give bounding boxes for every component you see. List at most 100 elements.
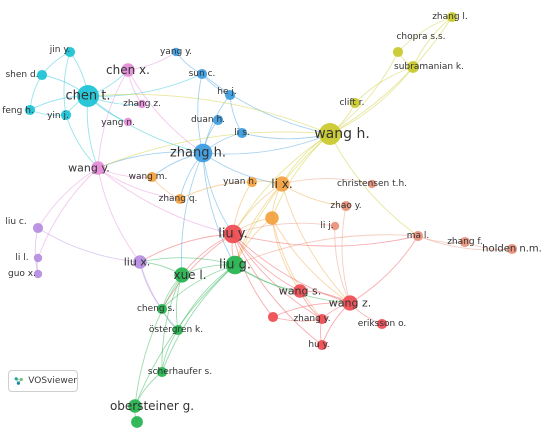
node-chen-x[interactable] <box>121 63 135 77</box>
node-label-he-j[interactable]: he j. <box>217 87 236 97</box>
node-zhang-z[interactable] <box>137 99 147 109</box>
node-label-zhang-y[interactable]: zhang y. <box>293 314 330 324</box>
node-label-hu-y[interactable]: hu y. <box>308 340 329 350</box>
node-label-zhao-y[interactable]: zhao y. <box>330 201 361 211</box>
node-label-guo-x[interactable]: guo x. <box>8 269 36 279</box>
node-scherhaufer[interactable] <box>156 366 168 378</box>
node-label-wang-s[interactable]: wang s. <box>279 285 321 298</box>
node-chopra[interactable] <box>392 46 404 58</box>
node-label-christensen[interactable]: christensen t.h. <box>337 179 407 189</box>
edge-wang_h-liu_y <box>232 133 331 235</box>
node-label-clift-r[interactable]: clift r. <box>339 98 364 108</box>
node-liu-x[interactable] <box>133 255 147 269</box>
node-wang-m[interactable] <box>146 171 158 183</box>
vosviewer-label: VOSviewer <box>28 376 77 386</box>
node-hu-y[interactable] <box>316 339 328 351</box>
node-label-zhang-z[interactable]: zhang z. <box>123 99 161 109</box>
node-eriksson[interactable] <box>376 318 388 330</box>
node-label-xue-l[interactable]: xue l. <box>173 268 206 282</box>
node-zhang-h[interactable] <box>193 143 213 163</box>
node-label-zhang-f[interactable]: zhang f. <box>447 237 483 247</box>
node-yuan-h[interactable] <box>246 176 258 188</box>
node-ma-l[interactable] <box>412 230 424 242</box>
node-li-s[interactable] <box>236 127 248 139</box>
node-label-liu-c[interactable]: liu c. <box>5 217 26 227</box>
node-label-zhang-q[interactable]: zhang q. <box>159 194 198 204</box>
node-clift-r[interactable] <box>349 97 361 109</box>
node-yang-n[interactable] <box>123 117 133 127</box>
node-wang-s[interactable] <box>293 284 307 298</box>
node-label-liu-x[interactable]: liu x. <box>124 256 151 269</box>
node-yang-y[interactable] <box>171 47 181 57</box>
node-zhang-q[interactable] <box>174 193 186 205</box>
node-liu-g[interactable] <box>225 255 245 275</box>
node-label-li-l[interactable]: li l. <box>15 253 28 263</box>
node-label-shen-d[interactable]: shen d. <box>5 70 38 80</box>
node-label-wang-z[interactable]: wang z. <box>329 297 371 310</box>
node-label-duan-h[interactable]: duan h. <box>191 115 225 125</box>
node-label-li-j[interactable]: li j. <box>320 221 333 231</box>
node-label-cheng-s[interactable]: cheng s. <box>137 304 175 314</box>
node-chen-t[interactable] <box>77 85 99 107</box>
node-li-j[interactable] <box>330 221 340 231</box>
node-liu-c[interactable] <box>32 222 44 234</box>
node-label-chen-x[interactable]: chen x. <box>106 63 150 77</box>
node-label-jin-y[interactable]: jin y. <box>49 45 70 55</box>
node-zhang-f[interactable] <box>459 236 471 248</box>
node-he-j[interactable] <box>224 89 236 101</box>
node-label-eriksson[interactable]: eriksson o. <box>358 319 407 329</box>
node-zhang-y[interactable] <box>316 313 328 325</box>
node-label-wang-m[interactable]: wang m. <box>129 172 168 182</box>
node-label-yang-y[interactable]: yang y. <box>160 47 192 57</box>
node-orange-hub[interactable] <box>265 211 279 225</box>
node-red-small[interactable] <box>267 311 279 323</box>
node-li-l[interactable] <box>33 253 43 263</box>
node-label-yin-j[interactable]: yin j. <box>47 111 69 121</box>
node-label-ma-l[interactable]: ma l. <box>407 231 430 241</box>
node-subra[interactable] <box>407 61 419 73</box>
node-green-bottom[interactable] <box>131 416 143 428</box>
node-sun-c[interactable] <box>196 68 208 80</box>
node-label-chopra[interactable]: chopra s.s. <box>396 32 445 42</box>
node-zhao-y[interactable] <box>340 200 352 212</box>
edge-chen_t-sun_c <box>87 73 203 97</box>
node-zhang-l[interactable] <box>446 11 458 23</box>
node-label-obersteiner[interactable]: obersteiner g. <box>110 399 194 413</box>
node-label-liu-g[interactable]: liu g. <box>219 258 251 273</box>
node-ostergren[interactable] <box>172 324 184 336</box>
node-label-li-s[interactable]: li s. <box>234 128 249 138</box>
node-guo-x[interactable] <box>33 269 43 279</box>
node-shen-d[interactable] <box>36 69 48 81</box>
node-label-wang-y[interactable]: wang y. <box>68 162 110 175</box>
node-label-holden[interactable]: holden n.m. <box>482 244 542 255</box>
node-label-subra[interactable]: subramanian k. <box>394 62 464 72</box>
node-liu-y[interactable] <box>223 224 243 244</box>
node-label-yang-n[interactable]: yang n. <box>101 118 135 128</box>
node-label-feng-h[interactable]: feng h. <box>2 106 34 116</box>
node-li-x[interactable] <box>274 176 290 192</box>
node-wang-y[interactable] <box>91 161 105 175</box>
node-holden[interactable] <box>506 243 518 255</box>
node-label-scherhaufer[interactable]: scherhaufer s. <box>148 367 212 377</box>
node-label-li-x[interactable]: li x. <box>271 177 292 191</box>
node-christensen[interactable] <box>367 179 377 189</box>
node-xue-l[interactable] <box>174 267 190 283</box>
node-label-wang-h[interactable]: wang h. <box>314 126 370 142</box>
node-duan-h[interactable] <box>212 114 224 126</box>
node-wang-h[interactable] <box>319 123 341 145</box>
node-label-yuan-h[interactable]: yuan h. <box>223 177 257 187</box>
node-wang-z[interactable] <box>342 295 358 311</box>
node-obersteiner[interactable] <box>128 399 142 413</box>
node-label-ostergren[interactable]: östergren k. <box>149 325 203 335</box>
node-cheng-s[interactable] <box>156 303 168 315</box>
node-feng-h[interactable] <box>24 104 36 116</box>
node-yin-j[interactable] <box>60 109 72 121</box>
vosviewer-badge[interactable]: VOSviewer <box>8 370 78 392</box>
node-label-zhang-l[interactable]: zhang l. <box>432 12 468 22</box>
node-label-chen-t[interactable]: chen t. <box>66 89 111 104</box>
node-label-zhang-h[interactable]: zhang h. <box>170 146 226 161</box>
node-label-liu-y[interactable]: liu y. <box>218 227 248 242</box>
node-label-sun-c[interactable]: sun c. <box>189 69 216 79</box>
node-jin-y[interactable] <box>64 46 76 58</box>
